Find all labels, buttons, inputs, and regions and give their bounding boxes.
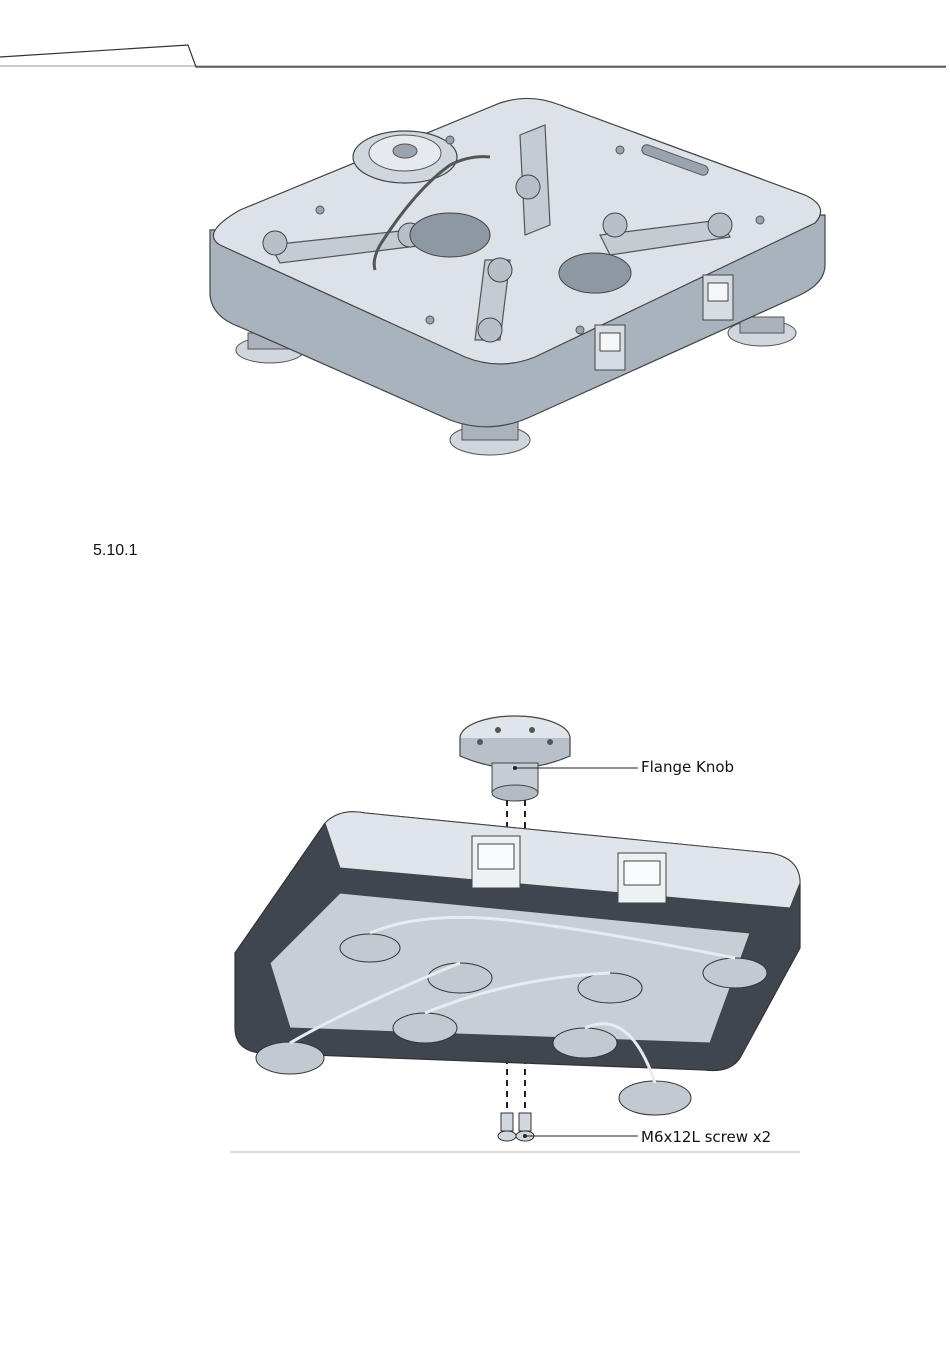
screws-part xyxy=(498,1113,534,1141)
display-front xyxy=(595,325,625,370)
display-2 xyxy=(618,853,666,903)
section-number: 5.10.1 xyxy=(93,542,137,560)
header-rule xyxy=(0,0,950,80)
display-right xyxy=(703,275,733,320)
screw-label: M6x12L screw x2 xyxy=(641,1128,771,1146)
flange-knob-part xyxy=(460,716,570,801)
gripper-top-view-image xyxy=(200,95,830,470)
flange-knob-label: Flange Knob xyxy=(641,758,734,776)
display-1 xyxy=(472,836,520,888)
